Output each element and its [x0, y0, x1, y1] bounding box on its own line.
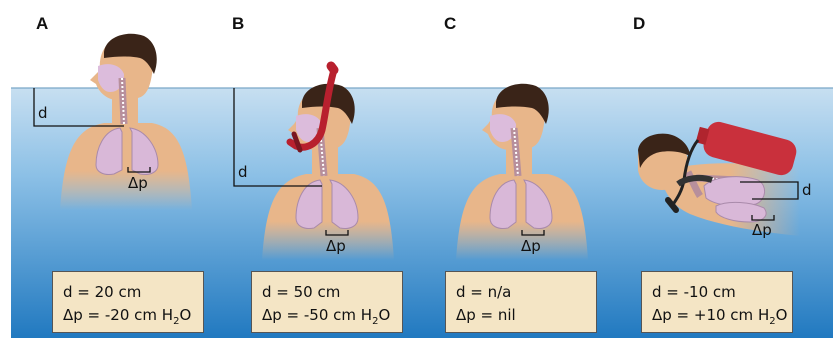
- info-box-a: d = 20 cm Δp = -20 cm H2O: [52, 271, 204, 333]
- panel-label-a: A: [36, 14, 48, 34]
- depth-label-b: d: [238, 163, 248, 181]
- pressure-value-a: Δp = -20 cm H2O: [63, 304, 203, 333]
- pressure-value-b: Δp = -50 cm H2O: [262, 304, 402, 333]
- depth-label-d: d: [802, 181, 812, 199]
- pressure-value-c: Δp = nil: [456, 304, 596, 333]
- depth-value-a: d = 20 cm: [63, 281, 203, 304]
- info-box-c: d = n/a Δp = nil: [445, 271, 597, 333]
- depth-value-b: d = 50 cm: [262, 281, 402, 304]
- pressure-label-d: Δp: [752, 221, 772, 239]
- pressure-label-b: Δp: [326, 237, 346, 255]
- depth-value-c: d = n/a: [456, 281, 596, 304]
- info-box-d: d = -10 cm Δp = +10 cm H2O: [641, 271, 793, 333]
- panel-label-c: C: [444, 14, 456, 34]
- panel-label-d: D: [633, 14, 645, 34]
- pressure-label-a: Δp: [128, 174, 148, 192]
- pressure-value-d: Δp = +10 cm H2O: [652, 304, 792, 333]
- depth-label-a: d: [38, 104, 48, 122]
- depth-value-d: d = -10 cm: [652, 281, 792, 304]
- panel-label-b: B: [232, 14, 244, 34]
- pressure-label-c: Δp: [521, 237, 541, 255]
- info-box-b: d = 50 cm Δp = -50 cm H2O: [251, 271, 403, 333]
